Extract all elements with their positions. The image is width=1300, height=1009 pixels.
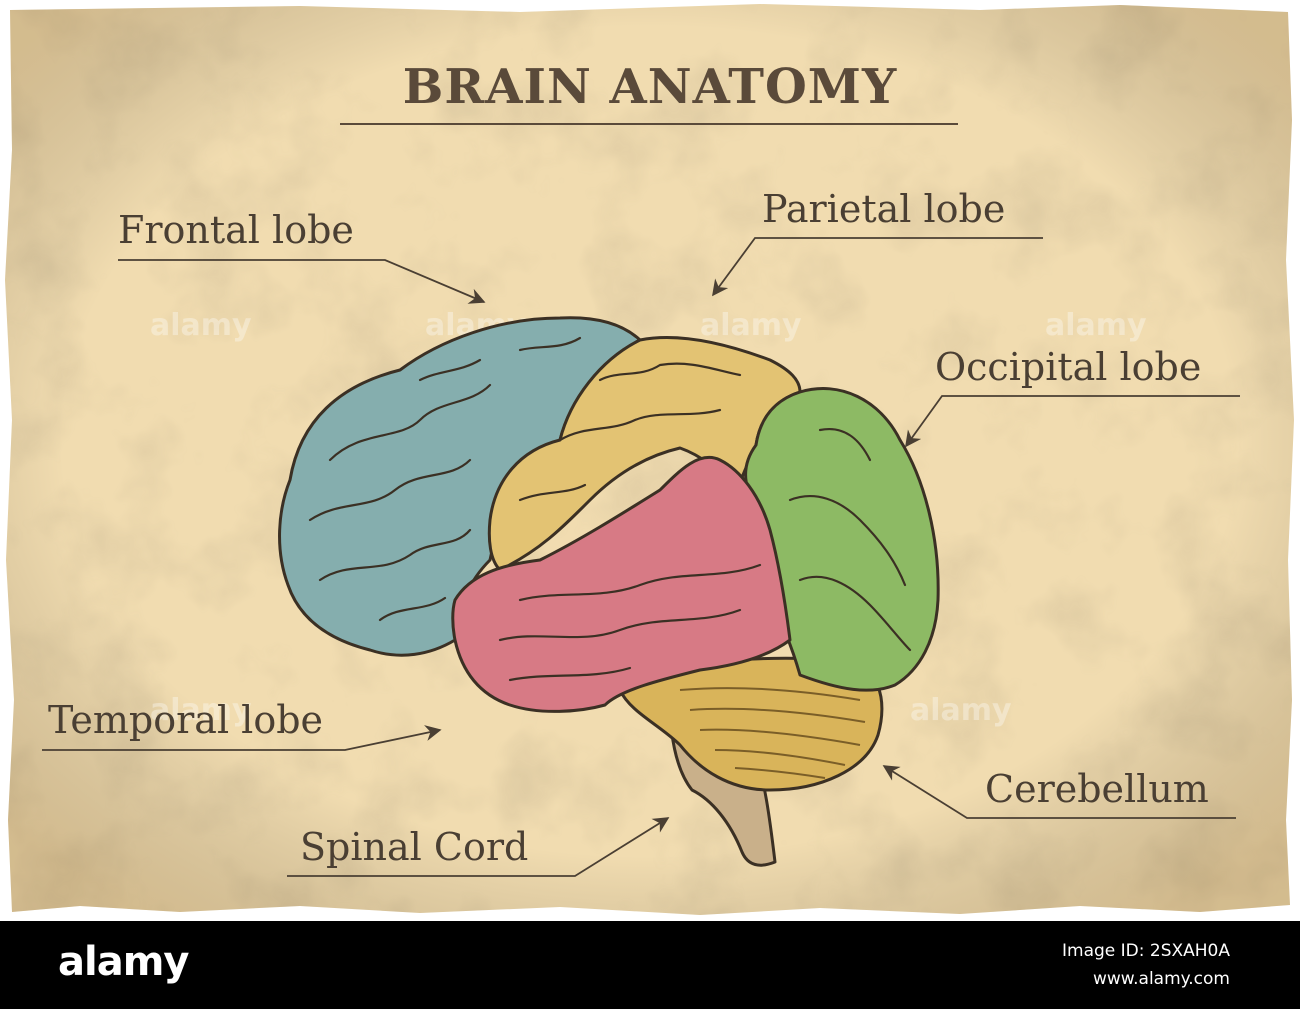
parietal-lobe-label: Parietal lobe	[762, 187, 1005, 231]
watermark: alamy	[700, 308, 802, 343]
cerebellum-label: Cerebellum	[985, 767, 1209, 811]
temporal-lobe-label: Temporal lobe	[48, 698, 323, 742]
spinal-cord-leader	[287, 817, 670, 877]
diagram-title: BRAIN ANATOMY	[403, 59, 897, 115]
spinal-cord-label: Spinal Cord	[300, 825, 528, 869]
parietal-lobe-leader	[712, 237, 1043, 297]
occipital-lobe-region	[744, 387, 940, 692]
footer-image-info: Image ID: 2SXAH0A www.alamy.com	[1062, 937, 1230, 993]
watermark: alamy	[150, 693, 252, 728]
leader-lines	[42, 237, 1240, 877]
watermark-group: alamy alamy alamy alamy alamy alamy	[150, 308, 1147, 728]
temporal-lobe-region	[451, 455, 792, 713]
occipital-lobe-leader	[905, 395, 1240, 448]
occipital-lobe-label: Occipital lobe	[935, 345, 1201, 389]
footer-image-id: Image ID: 2SXAH0A	[1062, 941, 1230, 961]
footer-site-url: www.alamy.com	[1092, 969, 1230, 989]
watermark: alamy	[150, 308, 252, 343]
gyri-detail	[308, 336, 912, 682]
stock-footer-bar: alamy Image ID: 2SXAH0A www.alamy.com	[0, 921, 1300, 1009]
cerebellum-leader	[882, 765, 1236, 819]
frontal-lobe-leader	[118, 259, 486, 304]
watermark: alamy	[1045, 308, 1147, 343]
temporal-lobe-leader	[42, 725, 442, 751]
parietal-lobe-region	[487, 336, 802, 572]
labels: Frontal lobe Parietal lobe Occipital lob…	[48, 187, 1209, 869]
footer-brand-logo: alamy	[58, 939, 189, 985]
frontal-lobe-label: Frontal lobe	[118, 208, 354, 252]
brain-illustration	[278, 316, 940, 867]
title-group: BRAIN ANATOMY	[340, 59, 958, 125]
cerebellum-folia	[679, 687, 866, 779]
watermark: alamy	[910, 693, 1012, 728]
